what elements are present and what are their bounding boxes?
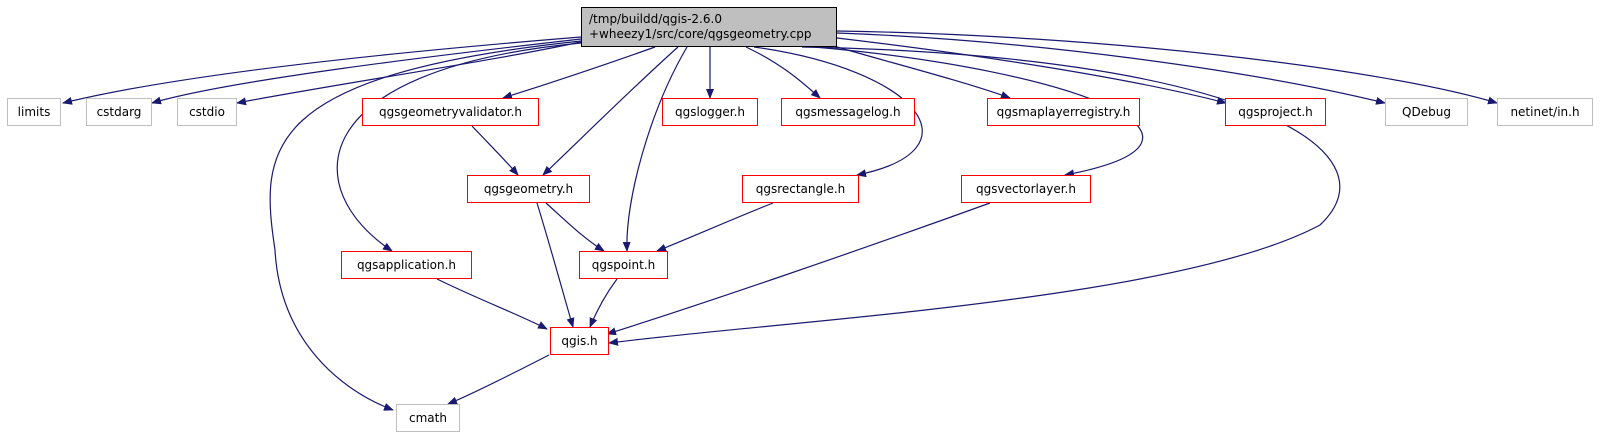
edge-root-cstdio xyxy=(236,40,586,106)
edge-root-netinet xyxy=(836,30,1498,105)
node-qdebug[interactable]: QDebug xyxy=(1385,98,1468,126)
node-qgsmessagelog[interactable]: qgsmessagelog.h xyxy=(781,98,915,126)
edge-qgsgeometryvalidator-qgsgeometry xyxy=(471,125,519,176)
edge-root-qgsmessagelog xyxy=(745,46,821,99)
edge-root-qdebug xyxy=(836,32,1386,105)
node-qgsgeometry[interactable]: qgsgeometry.h xyxy=(467,175,590,203)
node-qgsrectangle[interactable]: qgsrectangle.h xyxy=(742,175,859,203)
node-cstdio[interactable]: cstdio xyxy=(177,98,237,126)
edge-root-cmath xyxy=(269,40,582,411)
edge-qgsvectorlayer-qgis xyxy=(606,202,991,336)
edge-root-qgis xyxy=(608,46,1341,346)
edge-root-qgsgeometry xyxy=(542,46,679,176)
node-qgsproject[interactable]: qgsproject.h xyxy=(1225,98,1326,126)
edge-qgsrectangle-qgspoint xyxy=(656,202,774,252)
edge-qgsapplication-qgis xyxy=(436,278,548,330)
root-file-node[interactable]: /tmp/buildd/qgis-2.6.0 +wheezy1/src/core… xyxy=(581,7,837,47)
node-qgslogger[interactable]: qgslogger.h xyxy=(662,98,758,126)
node-qgis[interactable]: qgis.h xyxy=(550,327,609,355)
edge-root-qgsgeometryvalidator xyxy=(502,46,656,100)
node-qgsvectorlayer[interactable]: qgsvectorlayer.h xyxy=(961,175,1091,203)
root-file-path-line-1: /tmp/buildd/qgis-2.6.0 xyxy=(589,12,722,26)
node-limits[interactable]: limits xyxy=(7,98,61,126)
node-netinet-in[interactable]: netinet/in.h xyxy=(1497,98,1593,126)
edge-root-qgsmaplayerregistry xyxy=(819,41,1011,99)
edge-qgis-cmath xyxy=(447,354,550,405)
node-cmath[interactable]: cmath xyxy=(396,404,460,432)
edge-qgspoint-qgis xyxy=(589,278,618,328)
node-qgsapplication[interactable]: qgsapplication.h xyxy=(341,251,472,279)
edge-root-cstdarg xyxy=(151,38,582,105)
edge-qgsgeometry-qgis xyxy=(536,202,575,328)
node-qgspoint[interactable]: qgspoint.h xyxy=(579,251,668,279)
node-qgsgeometryvalidator[interactable]: qgsgeometryvalidator.h xyxy=(362,98,539,126)
edge-root-qgspoint xyxy=(622,46,688,252)
edge-qgsgeometry-qgspoint xyxy=(545,202,605,252)
root-file-path-line-2: +wheezy1/src/core/qgsgeometry.cpp xyxy=(589,27,812,41)
edge-root-limits xyxy=(62,36,582,105)
edge-root-qgsproject xyxy=(836,37,1227,105)
edge-root-qgsapplication xyxy=(336,42,582,252)
node-qgsmaplayerregistry[interactable]: qgsmaplayerregistry.h xyxy=(987,98,1140,126)
node-cstdarg[interactable]: cstdarg xyxy=(86,98,152,126)
